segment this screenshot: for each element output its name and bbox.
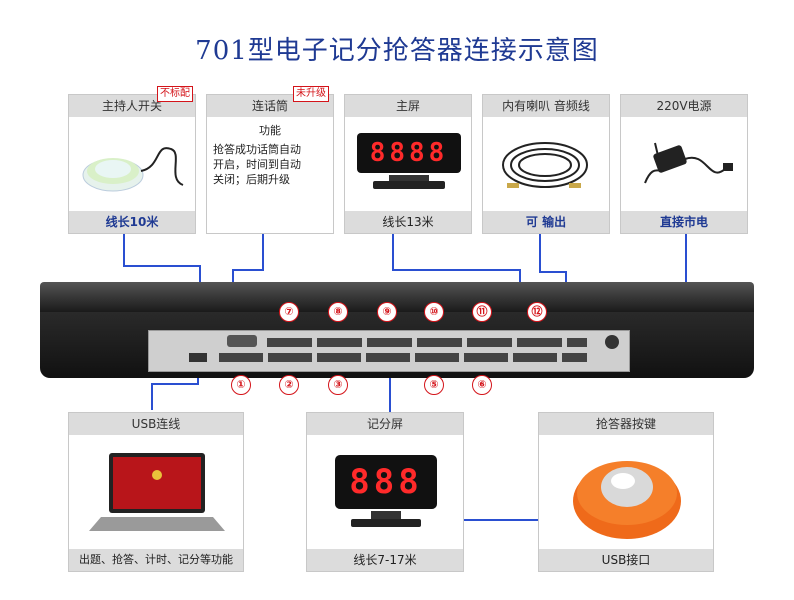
- scorer-device: [40, 282, 754, 378]
- card-footer: 线长13米: [345, 211, 471, 233]
- usb-port: [189, 353, 207, 362]
- port-number: ⑥: [472, 375, 492, 395]
- function-line: 开启，时间到自动: [213, 158, 301, 171]
- host-switch-card: 主持人开关 线长10米: [68, 94, 196, 234]
- diagram-title: 701型电子记分抢答器连接示意图: [195, 36, 599, 66]
- speaker-card: 内有喇叭 音频线 可 输出: [482, 94, 610, 234]
- device-top-edge: [40, 282, 754, 312]
- port-number: ⑤: [424, 375, 444, 395]
- main-screen-image: 8888: [351, 123, 465, 205]
- port-number: ③: [328, 375, 348, 395]
- port-number: ⑦: [279, 302, 299, 322]
- power-card: 220V电源 直接市电: [620, 94, 748, 234]
- power-adapter-image: [627, 123, 741, 205]
- function-line: 抢答成功话筒自动: [213, 143, 301, 156]
- card-header: 内有喇叭 音频线: [483, 95, 609, 117]
- display-stand: [371, 511, 401, 519]
- port-number: ⑪: [472, 302, 492, 322]
- port-number: ①: [231, 375, 251, 395]
- card-header: 220V电源: [621, 95, 747, 117]
- score-screen-card: 记分屏 888 线长7-17米: [306, 412, 464, 572]
- led-display: 888: [335, 455, 437, 509]
- function-title: 功能: [259, 124, 281, 137]
- port-row-bottom: [219, 353, 587, 362]
- microphone-card: 连话筒 功能 抢答成功话筒自动 开启，时间到自动 关闭；后期升级: [206, 94, 334, 234]
- not-standard-badge: 不标配: [157, 86, 193, 102]
- led-digits: 888: [349, 462, 423, 502]
- display-base: [351, 519, 421, 527]
- card-header: USB连线: [69, 413, 243, 435]
- laptop-image: [75, 441, 237, 543]
- audio-jack: [605, 335, 619, 349]
- card-footer: 出题、抢答、计时、记分等功能: [69, 549, 243, 571]
- device-port-strip: [148, 330, 630, 372]
- card-footer: 线长7-17米: [307, 549, 463, 571]
- audio-cable-image: [489, 123, 603, 205]
- buzzer-card: 抢答器按键 USB接口: [538, 412, 714, 572]
- buzzer-button-icon: [573, 461, 681, 539]
- card-header: 主屏: [345, 95, 471, 117]
- host-switch-icon: [82, 147, 184, 192]
- not-upgraded-badge: 未升级: [293, 86, 329, 102]
- score-screen-image: 888: [313, 441, 457, 543]
- display-stand: [389, 175, 429, 181]
- card-footer: 线长10米: [69, 211, 195, 233]
- port-number: ②: [279, 375, 299, 395]
- port-number: ⑩: [424, 302, 444, 322]
- usb-card: USB连线 出题、抢答、计时、记分等功能: [68, 412, 244, 572]
- main-screen-card: 主屏 8888 线长13米: [344, 94, 472, 234]
- db-connector: [227, 335, 257, 347]
- function-text: 功能 抢答成功话筒自动 开启，时间到自动 关闭；后期升级: [213, 123, 327, 205]
- buzzer-image: [545, 441, 707, 543]
- card-header: 抢答器按键: [539, 413, 713, 435]
- display-base: [373, 181, 445, 189]
- card-footer: 可 输出: [483, 211, 609, 233]
- audio-cable-icon: [502, 142, 588, 188]
- port-number: ⑨: [377, 302, 397, 322]
- port-number: ⑧: [328, 302, 348, 322]
- led-digits: 8888: [369, 138, 449, 168]
- host-switch-image: [75, 123, 189, 205]
- port-row-top: [267, 338, 587, 347]
- port-number: ⑫: [527, 302, 547, 322]
- laptop-icon: [89, 453, 225, 531]
- function-line: 关闭；后期升级: [213, 173, 290, 186]
- card-header: 记分屏: [307, 413, 463, 435]
- led-display: 8888: [357, 133, 461, 173]
- power-adapter-icon: [644, 142, 733, 184]
- card-footer: USB接口: [539, 549, 713, 571]
- card-footer: 直接市电: [621, 211, 747, 233]
